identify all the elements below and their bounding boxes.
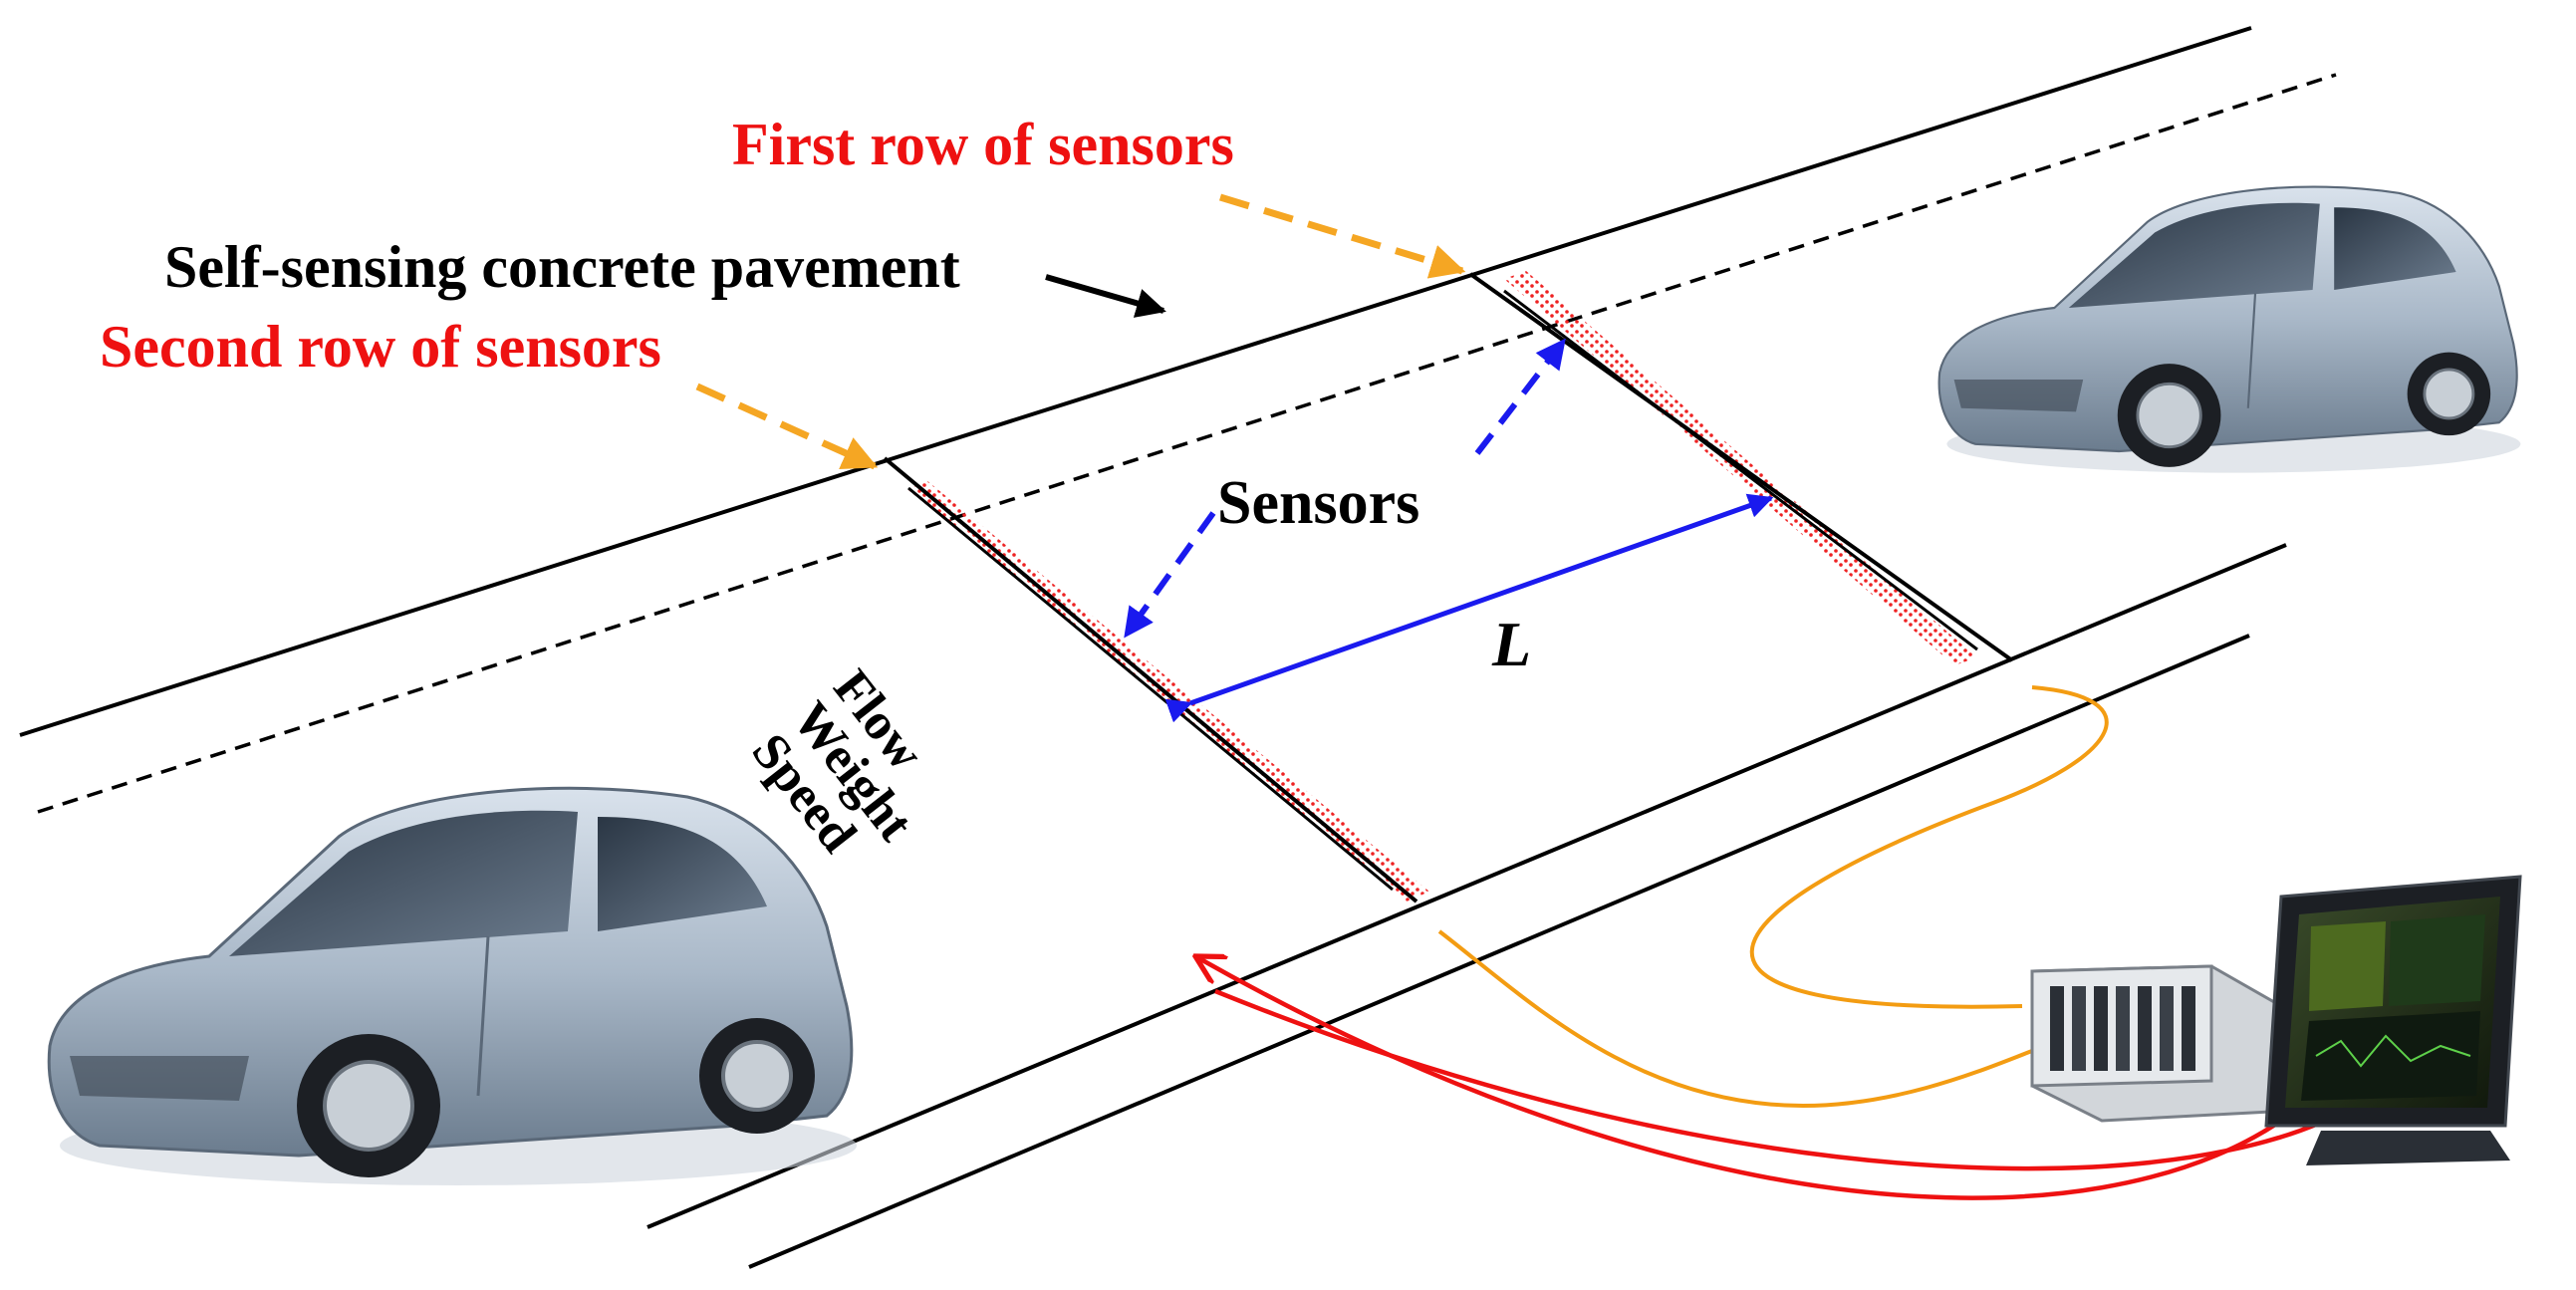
road-lower-edge-2	[748, 634, 2250, 1269]
distance-arrow	[1164, 493, 1774, 723]
pavement-label: Self-sensing concrete pavement	[164, 234, 960, 300]
second-row-sensor-line-a	[883, 456, 1418, 903]
orange-cable-2	[1437, 929, 2033, 1109]
car-icon	[1937, 185, 2521, 473]
road-lower-edge	[646, 543, 2287, 1229]
distance-label: L	[1491, 609, 1531, 679]
sensors-arrow-right	[1474, 338, 1567, 455]
second-row-sensor-line-b	[907, 486, 1394, 892]
data-acquisition-device-icon	[2030, 964, 2293, 1123]
second-row-arrow	[695, 383, 879, 470]
monitor-icon	[2264, 875, 2522, 1165]
second-row-label: Second row of sensors	[100, 314, 661, 380]
road-upper-dashed-edge	[37, 73, 2337, 814]
first-row-label: First row of sensors	[732, 112, 1234, 177]
first-row-sensor-line-b	[1503, 289, 1978, 651]
car-icon	[47, 786, 857, 1185]
red-cable-inner	[1214, 988, 2383, 1171]
orange-cable-1	[1749, 685, 2109, 1009]
sensors-arrow-left	[1123, 511, 1216, 639]
first-row-arrow	[1218, 193, 1466, 279]
pavement-arrow	[1045, 274, 1166, 318]
sensors-label: Sensors	[1217, 469, 1419, 537]
road-upper-edge	[19, 26, 2252, 737]
first-row-sensor-line-a	[1468, 272, 2014, 662]
